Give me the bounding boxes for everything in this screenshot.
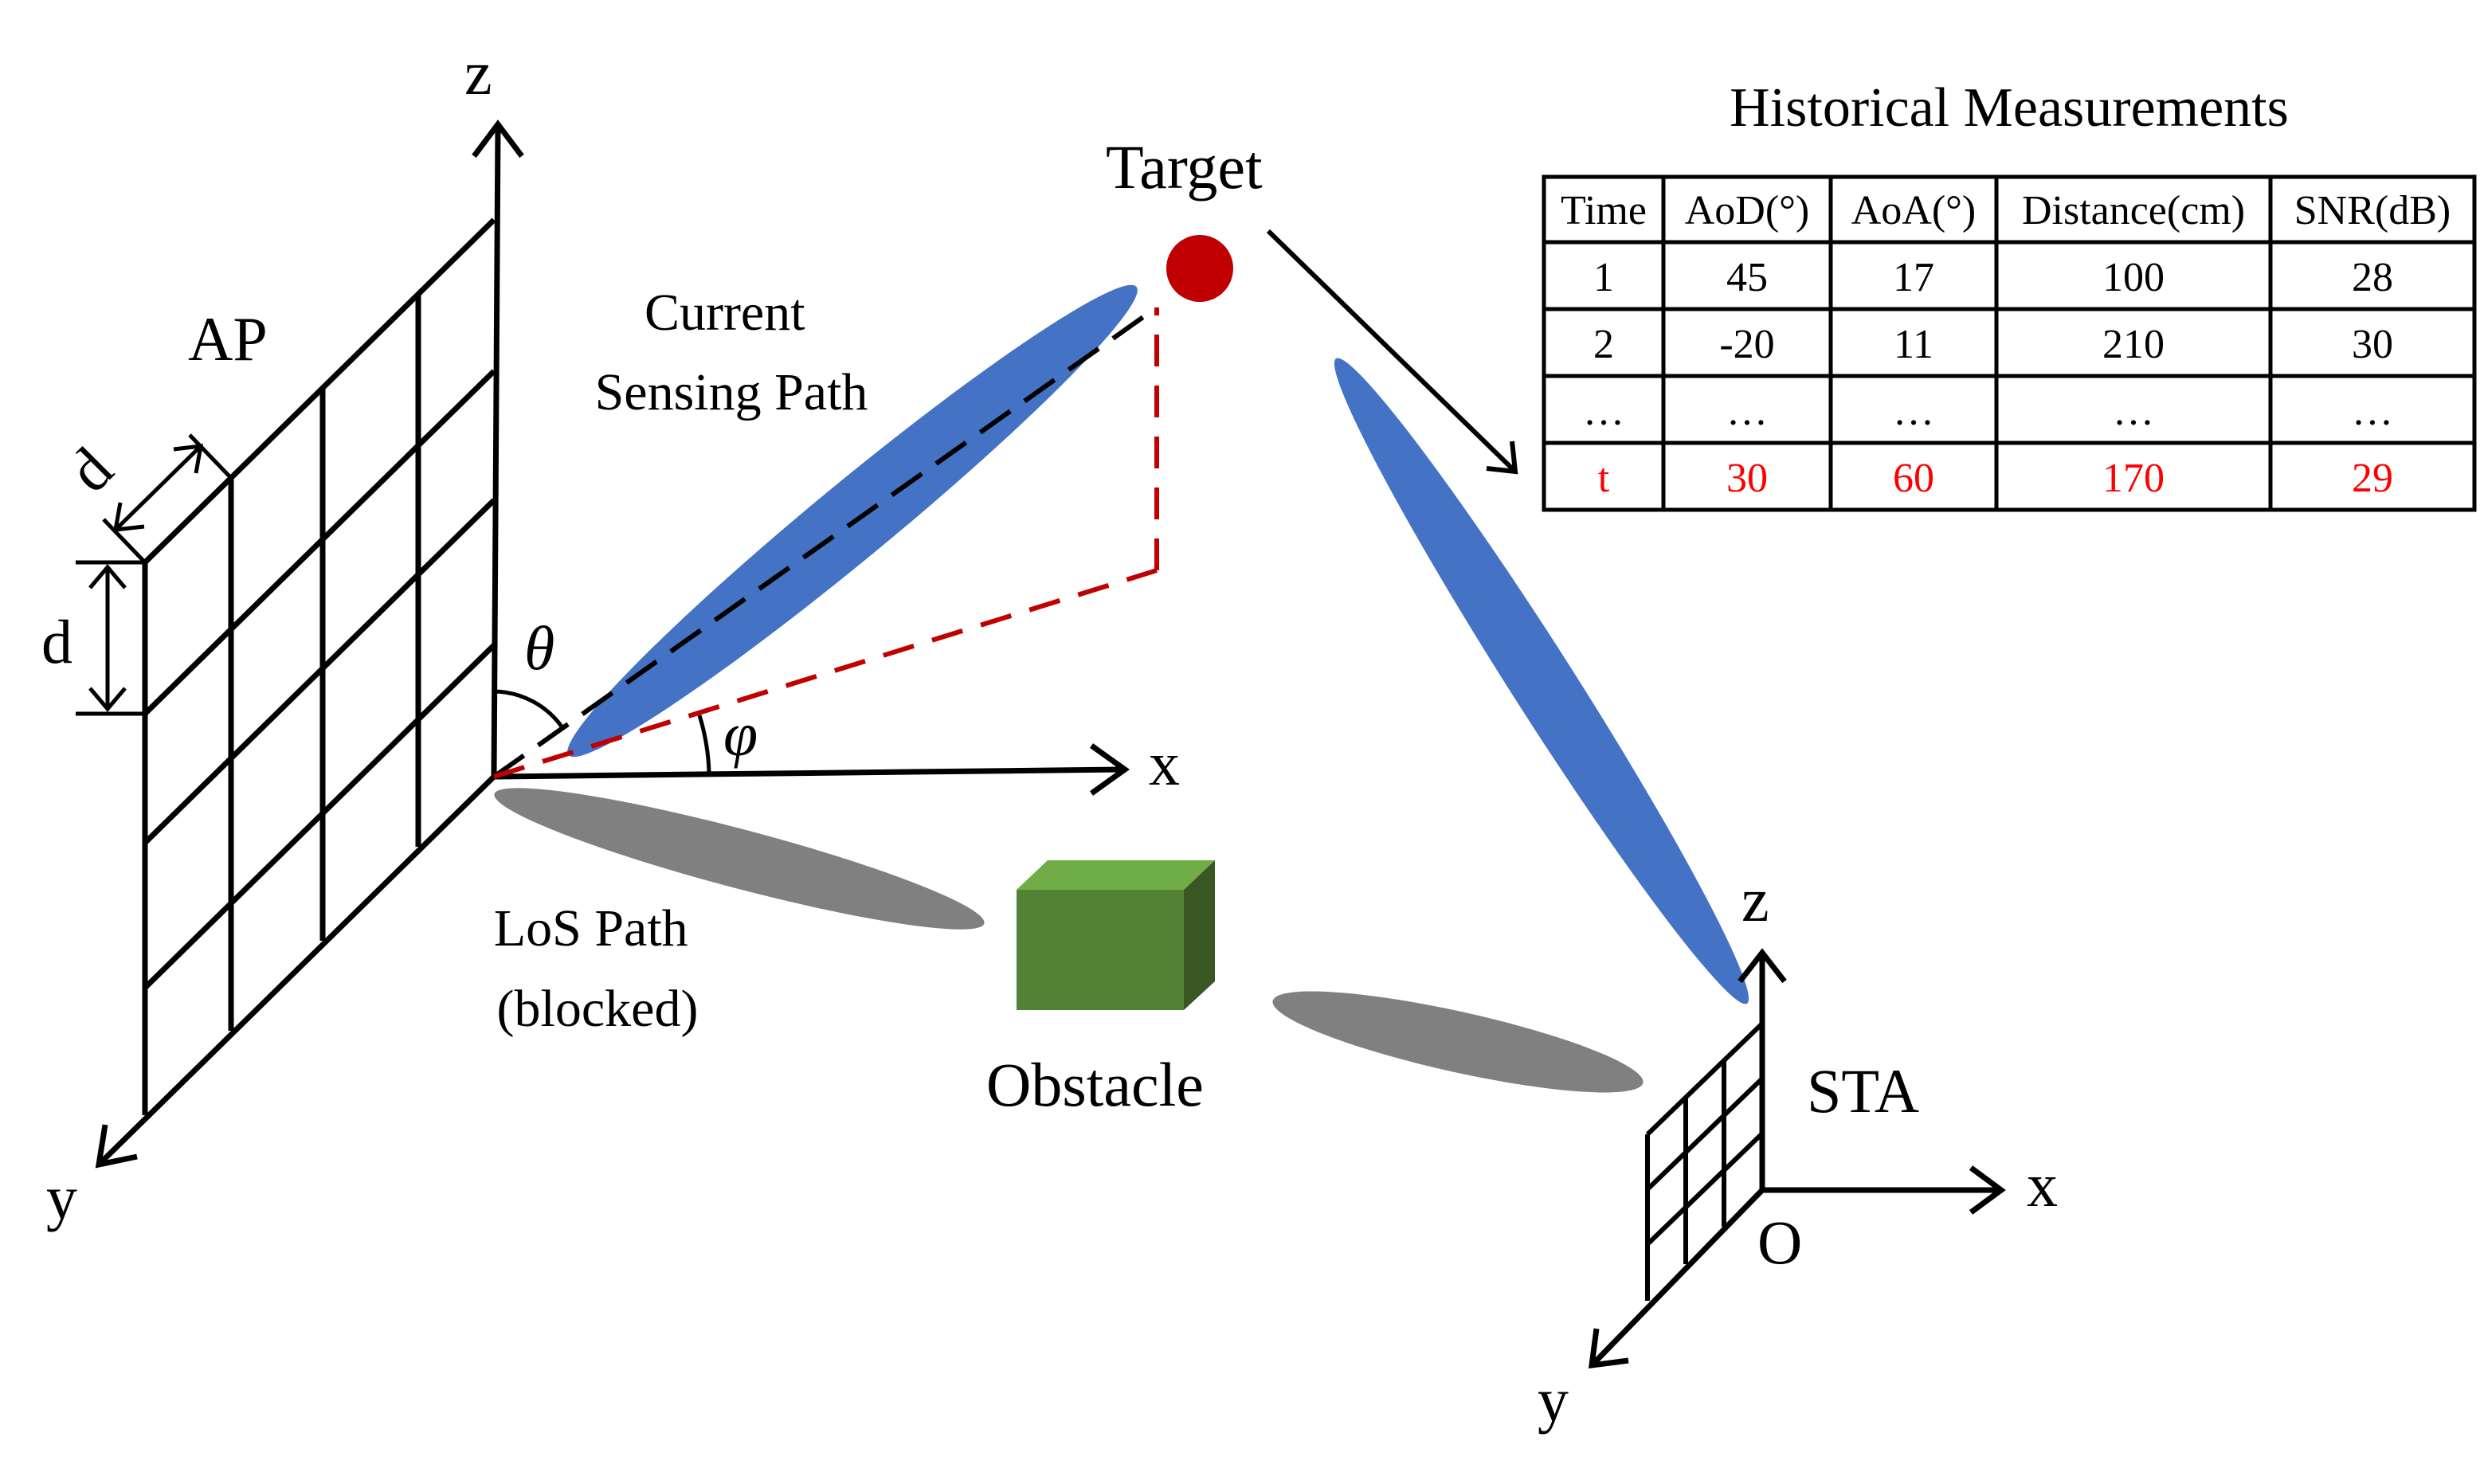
ap-x-axis — [493, 766, 1122, 780]
sta-label: STA — [1807, 1056, 1919, 1126]
table-cell: … — [2113, 389, 2154, 434]
table-header-cell: Time — [1561, 188, 1647, 233]
table-header-cell: SNR(dB) — [2294, 188, 2451, 233]
current-sensing-path-label: Current Sensing Path — [595, 284, 868, 421]
target-projection — [493, 307, 1159, 779]
sensing-path-dashed-line — [492, 305, 1158, 779]
target-label: Target — [1106, 132, 1263, 202]
table-header-cell: Distance(cm) — [2022, 188, 2245, 233]
ap-axes — [95, 119, 1130, 1169]
phi-angle-arc — [697, 715, 711, 773]
spacing-dimension-vertical — [76, 560, 145, 716]
los-path-shadow — [494, 788, 985, 930]
table-title: Historical Measurements — [1730, 77, 2289, 139]
sta-antenna-array — [1645, 1021, 1765, 1301]
table-cell: … — [1726, 389, 1768, 434]
sta-y-label: y — [1538, 1365, 1569, 1435]
table-cell: 28 — [2352, 255, 2393, 300]
ap-z-axis — [491, 127, 501, 777]
ap-x-label: x — [1149, 729, 1180, 798]
table-cell: 2 — [1593, 322, 1614, 367]
theta-label: θ — [524, 613, 554, 683]
reflected-beam — [1334, 358, 1749, 1004]
table-header-cell: AoD(°) — [1685, 188, 1810, 233]
table-cell: 11 — [1894, 322, 1933, 367]
phi-label: φ — [723, 699, 758, 769]
table-cell: 45 — [1726, 255, 1768, 300]
table-cell: t — [1598, 456, 1610, 501]
sta-axes — [1588, 948, 2006, 1369]
spacing-d-vertical-label: d — [41, 607, 72, 676]
table-cell: 1 — [1593, 255, 1614, 300]
measurements-table-cells: Time AoD(°) AoA(°) Distance(cm) SNR(dB) 1 45 17… — [1561, 188, 2451, 501]
spacing-d-horizontal-label: d — [55, 434, 126, 505]
obstacle-cube — [1017, 860, 1215, 1010]
table-cell: 30 — [2352, 322, 2393, 367]
table-header-cell: AoA(°) — [1851, 188, 1977, 233]
table-cell: 29 — [2352, 456, 2393, 501]
table-cell: 60 — [1893, 456, 1934, 501]
table-cell: -20 — [1719, 322, 1774, 367]
ap-label: AP — [188, 304, 268, 374]
ap-y-label: y — [46, 1163, 77, 1232]
table-cell: 17 — [1893, 255, 1934, 300]
table-cell: … — [1583, 389, 1624, 434]
table-cell: 170 — [2102, 456, 2165, 501]
target-marker — [1166, 235, 1233, 302]
theta-angle-arc — [493, 689, 564, 728]
spacing-dimension-horizontal — [102, 433, 233, 564]
ap-y-axis — [100, 774, 496, 1164]
table-cell: 210 — [2102, 322, 2165, 367]
ap-antenna-array — [142, 217, 496, 1115]
target-to-table-arrow — [1266, 229, 1518, 475]
los-path-label: LoS Path (blocked) — [494, 899, 701, 1038]
table-cell: 100 — [2102, 255, 2165, 300]
measurements-table-grid — [1542, 174, 2477, 512]
table-cell: 30 — [1726, 456, 1768, 501]
ap-z-label: z — [464, 38, 492, 108]
table-cell: … — [1893, 389, 1934, 434]
sta-z-label: z — [1741, 865, 1769, 934]
sta-origin-label: O — [1757, 1208, 1802, 1277]
sta-y-axis — [1591, 1188, 1765, 1366]
table-cell: … — [2352, 389, 2393, 434]
obstacle-label: Obstacle — [986, 1050, 1204, 1119]
obstacle-to-sta-shadow — [1272, 991, 1644, 1093]
sta-x-label: x — [2027, 1150, 2058, 1220]
